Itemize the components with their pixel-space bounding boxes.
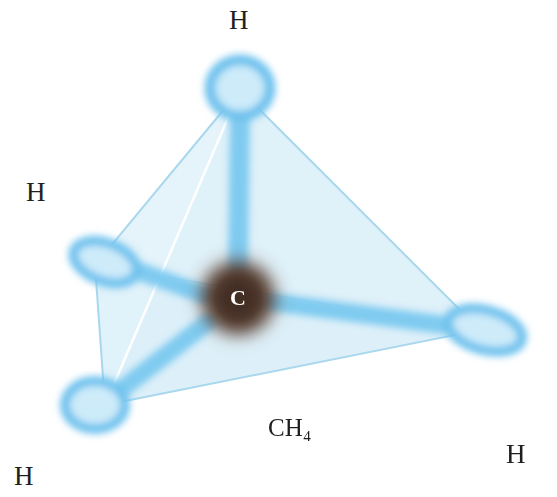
hydrogen-lobe <box>210 60 270 116</box>
bond <box>238 112 240 265</box>
hydrogen-lobe <box>65 381 125 429</box>
atom-label: H <box>14 462 34 492</box>
atom-label: H <box>26 178 46 208</box>
tetrahedron-face <box>95 265 480 405</box>
hydrogen-lobe <box>67 233 142 291</box>
bond <box>118 322 208 392</box>
atom-symbol: C <box>230 286 246 310</box>
tetrahedron-edge <box>95 265 480 330</box>
atom-node: C <box>200 260 276 336</box>
carbon-cloud <box>192 252 284 344</box>
atom-label: H <box>229 6 249 36</box>
tetrahedron <box>95 90 480 405</box>
formula-label: CH₄ <box>268 414 311 442</box>
tetrahedron-edge <box>95 90 480 405</box>
hydrogen-lobe <box>443 301 527 359</box>
bond-orbitals <box>65 60 527 429</box>
atom-label: H <box>506 440 526 470</box>
bond <box>272 302 452 326</box>
